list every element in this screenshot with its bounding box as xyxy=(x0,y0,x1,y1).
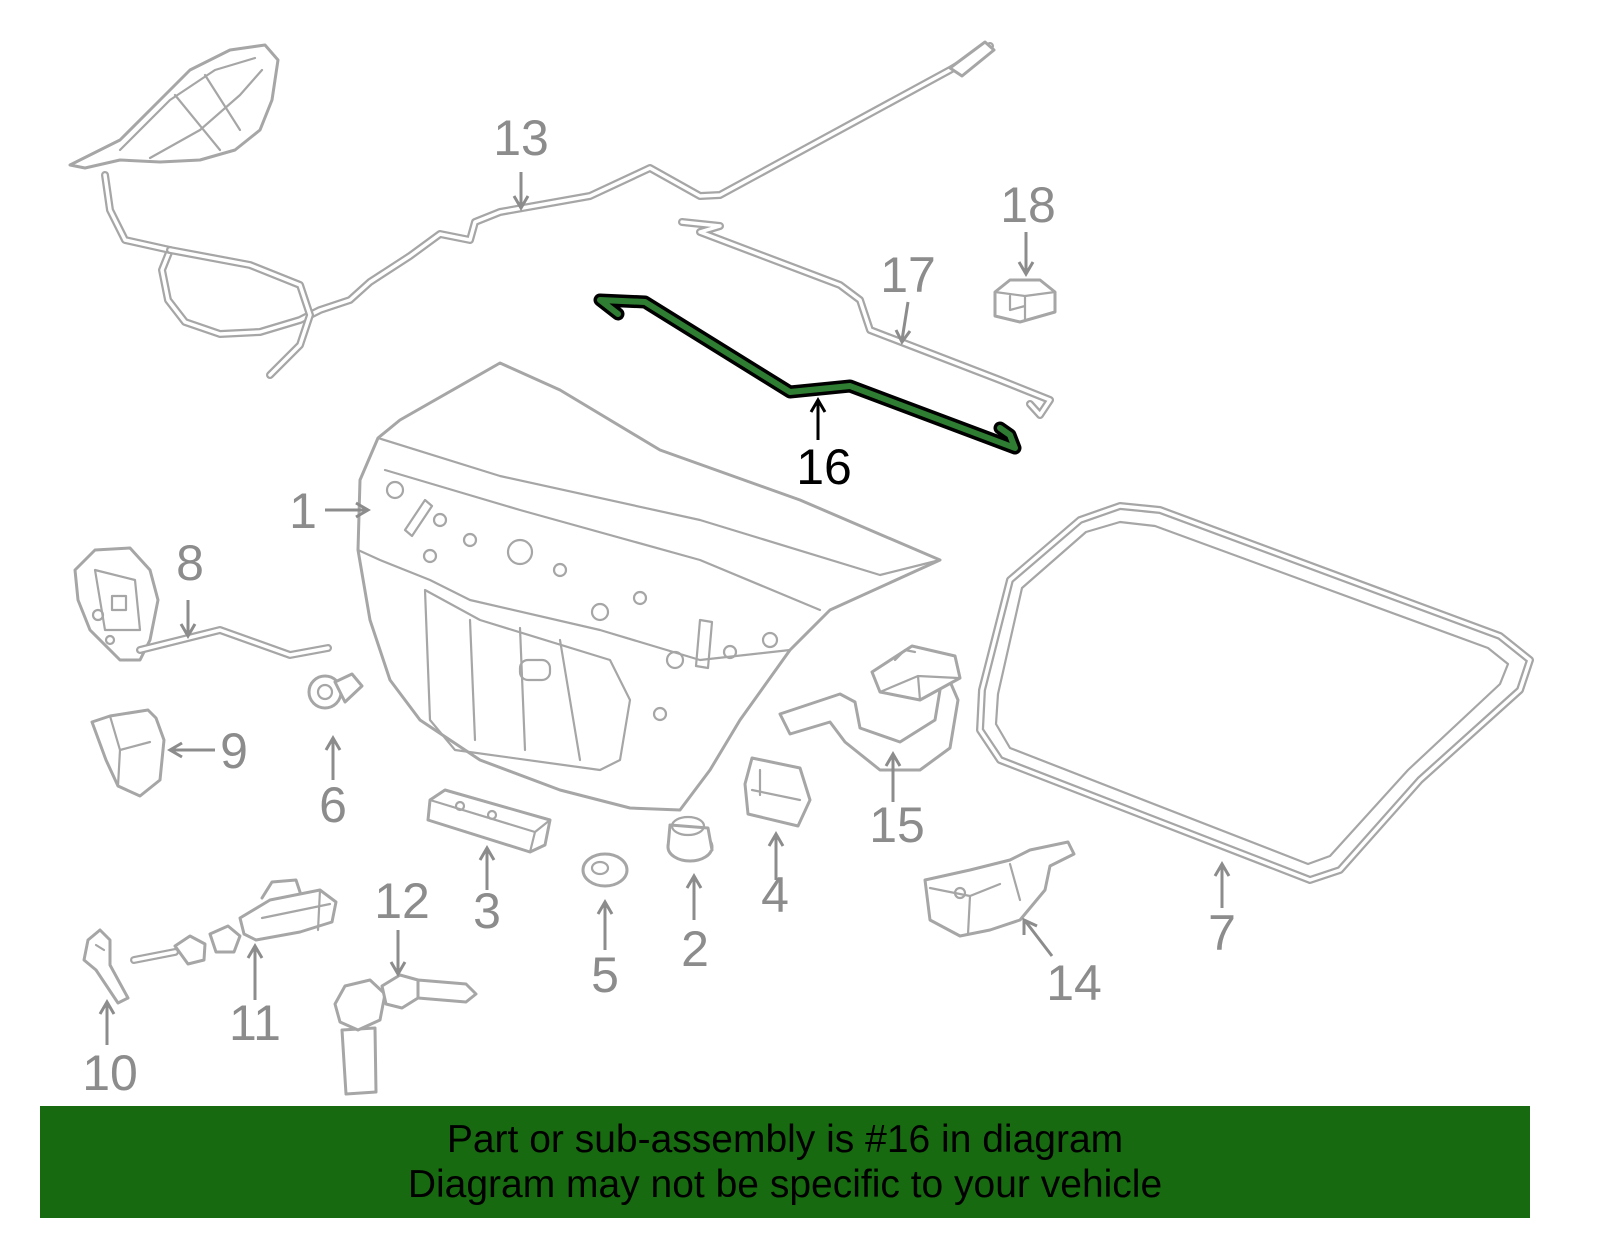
callout-5: 5 xyxy=(591,947,619,1003)
callout-labels: 13 18 17 16 1 8 9 6 15 4 3 2 5 7 14 12 1… xyxy=(82,110,1236,1101)
part-16-rod-highlighted xyxy=(593,293,1022,455)
part-13-release-cable xyxy=(68,40,996,379)
part-5-washer xyxy=(581,852,629,888)
part-4-pad xyxy=(743,756,812,828)
callout-3: 3 xyxy=(473,883,501,939)
part-6-grommet xyxy=(307,672,364,710)
callout-11: 11 xyxy=(229,995,281,1051)
part-14-latch xyxy=(923,840,1076,938)
part-9-bracket xyxy=(90,708,166,798)
callout-10: 10 xyxy=(82,1045,138,1101)
callout-16: 16 xyxy=(796,439,852,495)
callout-9: 9 xyxy=(220,723,248,779)
callout-12: 12 xyxy=(374,873,430,929)
part-18-bumper xyxy=(993,278,1057,324)
part-12-key-cylinder xyxy=(333,973,478,1096)
callout-4: 4 xyxy=(761,867,789,923)
banner-line-2: Diagram may not be specific to your vehi… xyxy=(407,1163,1163,1206)
callout-8: 8 xyxy=(176,535,204,591)
part-11-lock-cylinder xyxy=(130,878,338,966)
part-7-weatherstrip xyxy=(976,502,1534,884)
callout-2: 2 xyxy=(681,921,709,977)
part-2-bumper xyxy=(666,815,714,863)
part-1-trunk-lid xyxy=(356,361,942,812)
callout-18: 18 xyxy=(1000,177,1056,233)
callout-7: 7 xyxy=(1208,905,1236,961)
part-3-mount-strip xyxy=(426,788,552,854)
callout-leaders xyxy=(98,172,1231,1045)
part-15-hinge xyxy=(778,644,962,772)
callout-6: 6 xyxy=(319,777,347,833)
callout-1: 1 xyxy=(289,483,317,539)
callout-17: 17 xyxy=(880,247,936,303)
part-8-latch xyxy=(73,546,332,662)
info-banner: Part or sub-assembly is #16 in diagram D… xyxy=(40,1106,1530,1218)
banner-line-1: Part or sub-assembly is #16 in diagram xyxy=(446,1118,1124,1161)
callout-15: 15 xyxy=(869,797,925,853)
part-17-rod xyxy=(678,218,1054,419)
callout-13: 13 xyxy=(493,110,549,166)
callout-14: 14 xyxy=(1046,955,1102,1011)
part-10-clip xyxy=(82,928,130,1005)
